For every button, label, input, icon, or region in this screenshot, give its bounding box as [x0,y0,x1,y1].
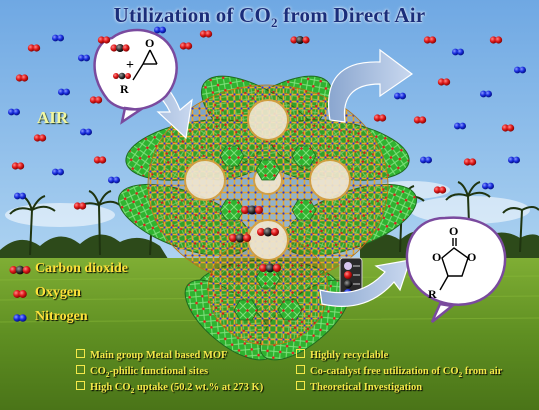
feature-item: Highly recyclable [296,349,388,363]
epoxide-structure [132,49,158,81]
epoxide-r-label: R [120,82,129,96]
legend-label-nitrogen: Nitrogen [35,309,88,324]
oxygen-molecule [73,202,87,210]
oxygen-molecule [179,42,193,50]
oxygen-molecule [423,36,437,44]
checkbox-icon [296,381,305,390]
release-arrow-top-right [328,48,414,123]
co2-molecule [110,44,130,52]
oxygen-molecule [93,156,107,164]
carbonate-bubble [405,216,507,323]
nitrogen-molecule [394,92,406,100]
feature-list: Main group Metal based MOF CO2-philic fu… [0,345,539,410]
framework-nodes [219,145,317,321]
oxygen-molecule [15,74,29,82]
checkbox-icon [76,365,85,374]
air-label: AIR [37,108,69,127]
carbonate-oxygen-right: O [467,250,477,264]
oxygen-molecule [97,36,111,44]
oxygen-molecule [501,124,515,132]
co2-molecule [9,265,31,275]
adsorbed-co2-molecules [229,205,281,273]
oxygen-molecule [437,78,451,86]
title-subscript: 2 [271,15,278,31]
nitrogen-molecule [454,122,466,130]
nitrogen-molecule [452,48,464,56]
feature-item: Theoretical Investigation [296,381,422,395]
legend-label-carbon-dioxide: Carbon dioxide [35,261,128,276]
carbonate-oxygen-top: O [449,224,459,238]
carbonate-oxygen-left: O [432,250,442,264]
oxygen-molecule [199,30,213,38]
nitrogen-molecule [14,192,26,200]
carbonate-r-label: R [428,287,437,301]
checkbox-icon [76,349,85,358]
nitrogen-molecule [58,88,70,96]
feature-item: CO2-philic functional sites [76,365,208,379]
legend-item-oxygen: Oxygen [9,283,81,303]
epoxide-plus: + [126,58,134,73]
oxygen-molecule [373,114,387,122]
oxygen-molecule [89,96,103,104]
nitrogen-molecule [508,156,520,164]
checkbox-icon [296,365,305,374]
oxygen-molecule [413,116,427,124]
nitrogen-molecule [13,314,27,322]
air-molecules [8,26,526,210]
checkbox-icon [296,349,305,358]
oxygen-molecule [489,36,503,44]
nitrogen-molecule [482,182,494,190]
oxygen-molecule [33,134,47,142]
nitrogen-molecule [8,108,20,116]
oxygen-icon [9,286,31,300]
nitrogen-molecule [480,90,492,98]
title-suffix: from Direct Air [277,3,426,27]
nitrogen-molecule [78,54,90,62]
nitrogen-molecule [52,168,64,176]
co2-molecule [290,36,310,44]
legend-item-nitrogen: Nitrogen [9,307,88,327]
carbonate-structure [439,238,469,291]
carbon-dioxide-icon [9,262,31,276]
nitrogen-molecule [154,26,166,34]
oxygen-molecule [27,44,41,52]
oxygen-molecule [13,290,27,298]
epoxide-bubble [93,28,178,125]
mof-framework [118,75,417,361]
nitrogen-molecule [108,176,120,184]
oxygen-molecule [11,162,25,170]
epoxide-co2 [113,72,131,80]
epoxide-oxygen-label: O [145,36,155,50]
nitrogen-icon [9,310,31,324]
title-prefix: Utilization of CO [113,3,272,27]
checkbox-icon [76,381,85,390]
nitrogen-molecule [52,34,64,42]
oxygen-molecule [433,186,447,194]
oxygen-molecule [463,158,477,166]
legend-item-carbon-dioxide: Carbon dioxide [9,259,128,279]
nitrogen-molecule [80,128,92,136]
page-title: Utilization of CO2 from Direct Air [0,3,539,31]
nitrogen-molecule [420,156,432,164]
nitrogen-molecule [514,66,526,74]
feature-item: High CO2 uptake (50.2 wt.% at 273 K) [76,381,263,395]
feature-item: Co-catalyst free utilization of CO2 from… [296,365,502,379]
legend-label-oxygen: Oxygen [35,285,81,300]
product-arrow-bottom-right [319,259,411,307]
feature-item: Main group Metal based MOF [76,349,227,363]
